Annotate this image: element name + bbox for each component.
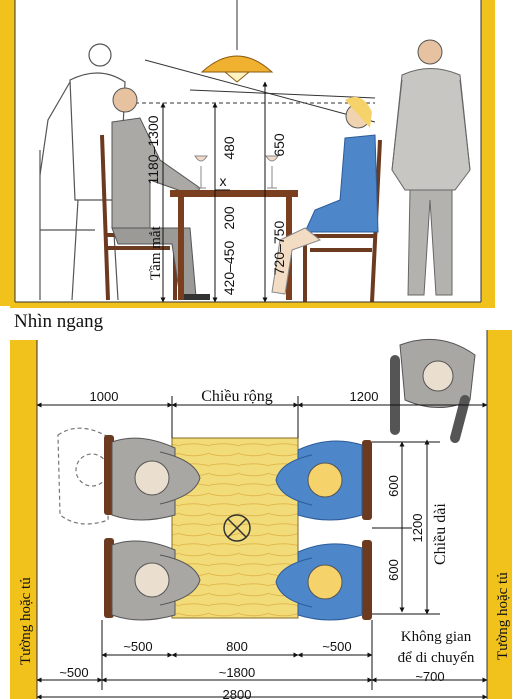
top-dim-seat_bottom: 600 bbox=[386, 559, 401, 581]
side-dim-label: x bbox=[220, 173, 227, 189]
top-dim-right_clearance: 1200 bbox=[350, 389, 379, 404]
eye-level-label: Tầm mắt bbox=[148, 225, 164, 280]
wall-left-label: Tường hoặc tủ bbox=[18, 577, 34, 665]
top-dim-overall_seating: ~1800 bbox=[219, 665, 256, 680]
walking-person-icon bbox=[390, 338, 476, 443]
top-dim-overall_room: 2800 bbox=[223, 687, 252, 699]
side-view: Tầm mắt 1180–1300 480 650 200 x 420–450 720–75… bbox=[0, 0, 495, 332]
top-dim-table_width: 800 bbox=[226, 639, 248, 654]
pendant-lamp-icon bbox=[200, 0, 274, 83]
side-dim-label: 1180–1300 bbox=[145, 115, 161, 184]
top-dim-chair_right: ~500 bbox=[322, 639, 351, 654]
table-center-mark-icon bbox=[223, 514, 251, 542]
standing-man-right-icon bbox=[391, 39, 471, 296]
diner-bottom-right-icon bbox=[275, 540, 372, 621]
side-view-title: Nhìn ngang bbox=[14, 311, 104, 332]
left-wall bbox=[10, 340, 37, 699]
diner-top-right-icon bbox=[275, 440, 372, 521]
width-label: Chiều rộng bbox=[201, 388, 273, 405]
right-wall bbox=[487, 330, 512, 699]
wall-right-label: Tường hoặc tủ bbox=[495, 572, 511, 660]
diner-bottom-left-icon bbox=[104, 538, 201, 621]
length-label: Chiều dài bbox=[432, 503, 449, 565]
side-right-wall bbox=[481, 0, 495, 306]
circulation-label-1: Không gian bbox=[401, 629, 472, 645]
ghost-diner-icon bbox=[57, 427, 111, 525]
top-dim-seat_top: 600 bbox=[386, 475, 401, 497]
circulation-label-2: để di chuyển bbox=[398, 650, 475, 666]
top-dim-wall_gap: ~500 bbox=[59, 665, 88, 680]
side-floor bbox=[10, 302, 495, 308]
top-dim-table_length: 1200 bbox=[410, 514, 425, 543]
seated-woman-icon bbox=[271, 96, 379, 295]
top-dim-left_clearance: 1000 bbox=[90, 389, 119, 404]
side-dim-label: 650 bbox=[271, 133, 287, 157]
side-dim-label: 200 bbox=[221, 206, 237, 230]
side-dim-label: 480 bbox=[221, 136, 237, 160]
diner-top-left-icon bbox=[104, 435, 201, 521]
side-dim-label: 720–750 bbox=[271, 221, 287, 276]
top-view: Chiều rộng Chiều dài Tường hoặc tủ Tường… bbox=[10, 330, 512, 699]
top-dim-chair_left: ~500 bbox=[123, 639, 152, 654]
side-dim-label: 420–450 bbox=[221, 241, 237, 296]
top-dim-walkway: ~700 bbox=[415, 669, 444, 684]
side-left-wall bbox=[0, 0, 15, 306]
